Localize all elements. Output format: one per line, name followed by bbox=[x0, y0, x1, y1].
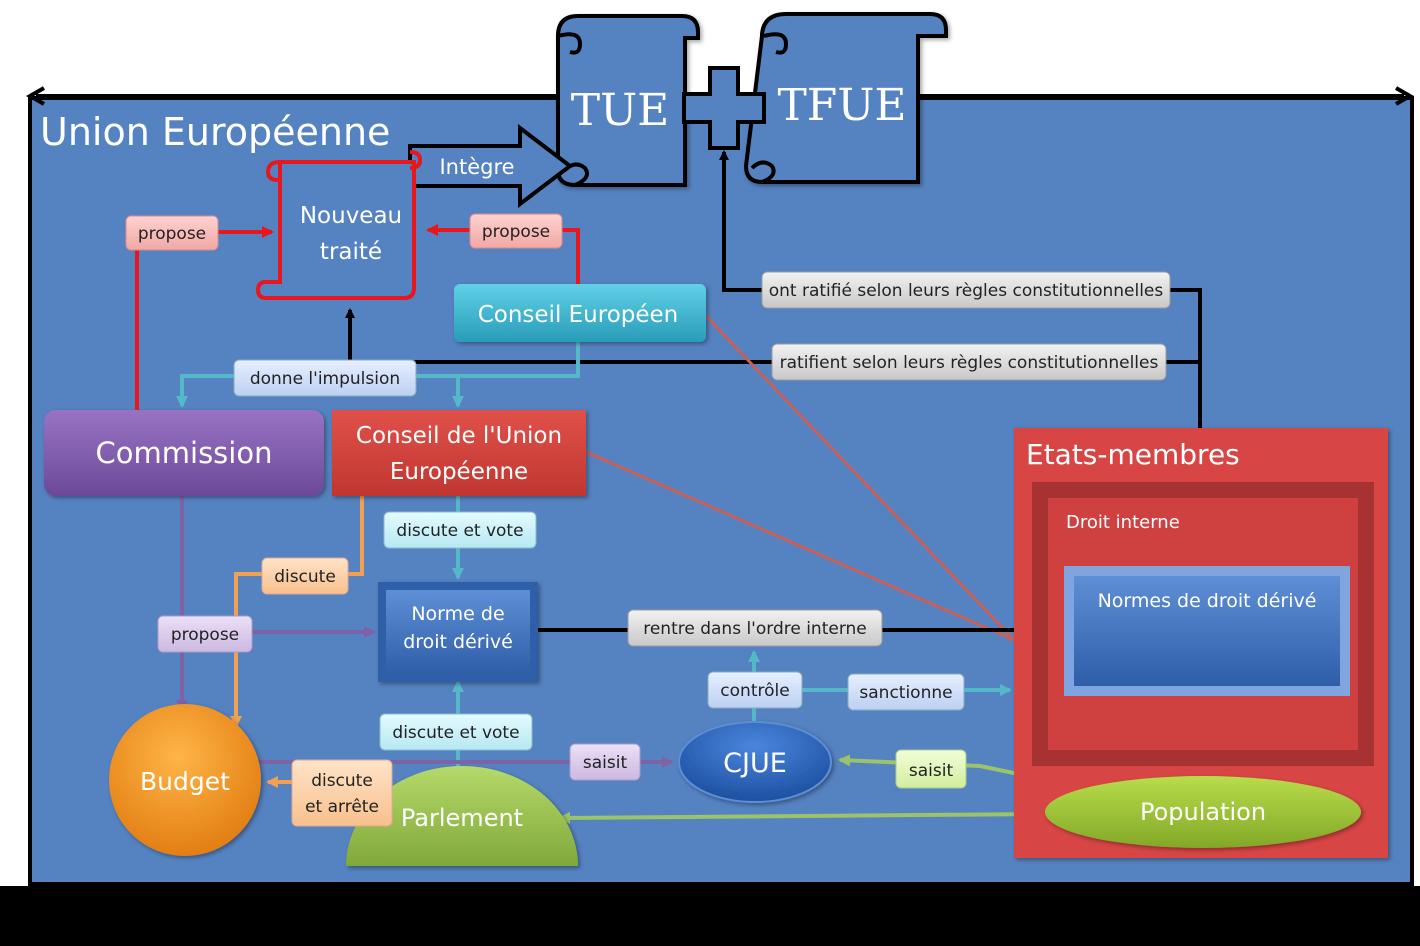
svg-text:saisit: saisit bbox=[583, 753, 628, 773]
label-ont-ratifie: ont ratifié selon leurs règles constitut… bbox=[761, 271, 1171, 309]
tue-label: TUE bbox=[571, 85, 670, 136]
label-donne-impulsion: donne l'impulsion bbox=[233, 359, 417, 397]
label-propose-norme: propose bbox=[157, 615, 253, 653]
label-discute-arrete: discute et arrête bbox=[291, 759, 393, 827]
svg-text:propose: propose bbox=[138, 224, 206, 244]
integre-arrow: Intègre bbox=[408, 123, 574, 209]
svg-text:discute et vote: discute et vote bbox=[392, 723, 519, 743]
population-node: Population bbox=[1045, 776, 1361, 848]
svg-text:sanctionne: sanctionne bbox=[859, 683, 952, 703]
svg-text:discute et vote: discute et vote bbox=[396, 521, 523, 541]
label-ratifient: ratifient selon leurs règles constitutio… bbox=[771, 343, 1167, 381]
budget-label: Budget bbox=[140, 767, 230, 796]
parlement-node: Parlement bbox=[346, 766, 578, 866]
edge-ce-etats bbox=[704, 314, 1016, 642]
droit-interne-label: Droit interne bbox=[1066, 512, 1180, 533]
edge-cue-etats bbox=[585, 450, 1015, 642]
svg-text:propose: propose bbox=[482, 222, 550, 242]
svg-text:donne l'impulsion: donne l'impulsion bbox=[250, 369, 400, 389]
tfue-label: TFUE bbox=[777, 80, 906, 131]
cjue-label: CJUE bbox=[723, 748, 787, 779]
cjue-node: CJUE bbox=[678, 721, 832, 803]
tue-scroll: TUE bbox=[556, 14, 700, 187]
label-controle: contrôle bbox=[707, 671, 803, 709]
bottom-bar bbox=[0, 886, 1420, 946]
commission-label: Commission bbox=[96, 436, 273, 470]
conseil-europeen-node: Conseil Européen bbox=[454, 284, 706, 342]
eu-title: Union Européenne bbox=[40, 110, 390, 154]
label-sanctionne: sanctionne bbox=[847, 673, 965, 711]
parlement-label: Parlement bbox=[401, 804, 523, 832]
conseil-union-node: Conseil de l'Union Européenne bbox=[332, 410, 586, 496]
tfue-scroll: TFUE bbox=[743, 12, 948, 184]
nouveau-traite-line2: traité bbox=[320, 239, 382, 265]
norme-node: Norme de droit dérivé bbox=[378, 582, 538, 682]
label-saisit-population: saisit bbox=[895, 749, 967, 789]
svg-text:ratifient selon leurs règles c: ratifient selon leurs règles constitutio… bbox=[780, 353, 1159, 373]
commission-node: Commission bbox=[44, 410, 324, 496]
svg-text:discute: discute bbox=[311, 771, 373, 791]
svg-text:rentre dans l'ordre interne: rentre dans l'ordre interne bbox=[643, 619, 867, 639]
budget-node: Budget bbox=[109, 704, 261, 856]
svg-text:ont ratifié selon leurs règles: ont ratifié selon leurs règles constitut… bbox=[769, 281, 1164, 301]
label-discute-vote-parlement: discute et vote bbox=[379, 713, 533, 751]
label-propose-conseil: propose bbox=[469, 213, 563, 249]
plus-icon bbox=[682, 66, 766, 150]
svg-text:contrôle: contrôle bbox=[720, 681, 789, 701]
population-label: Population bbox=[1140, 798, 1266, 826]
normes-droit-derive-label: Normes de droit dérivé bbox=[1098, 590, 1317, 612]
label-discute-conseil-budget: discute bbox=[261, 557, 349, 595]
norme-line1: Norme de bbox=[411, 603, 504, 625]
svg-text:et arrête: et arrête bbox=[305, 797, 379, 817]
nouveau-traite-node: Nouveau traité bbox=[255, 150, 423, 300]
label-propose-commission: propose bbox=[125, 215, 219, 251]
norme-line2: droit dérivé bbox=[403, 631, 513, 653]
conseil-europeen-label: Conseil Européen bbox=[478, 302, 679, 328]
svg-text:discute: discute bbox=[274, 567, 336, 587]
conseil-union-line2: Européenne bbox=[390, 459, 528, 485]
nouveau-traite-line1: Nouveau bbox=[300, 203, 402, 229]
etats-membres-label: Etats-membres bbox=[1026, 438, 1240, 471]
conseil-union-line1: Conseil de l'Union bbox=[356, 423, 562, 449]
svg-text:saisit: saisit bbox=[909, 761, 954, 781]
label-saisit-parlement: saisit bbox=[569, 743, 641, 781]
svg-text:propose: propose bbox=[171, 625, 239, 645]
edge-population-parlement bbox=[558, 811, 1045, 824]
label-rentre: rentre dans l'ordre interne bbox=[627, 609, 883, 647]
label-discute-vote-conseil: discute et vote bbox=[383, 511, 537, 549]
integre-label: Intègre bbox=[439, 155, 514, 179]
